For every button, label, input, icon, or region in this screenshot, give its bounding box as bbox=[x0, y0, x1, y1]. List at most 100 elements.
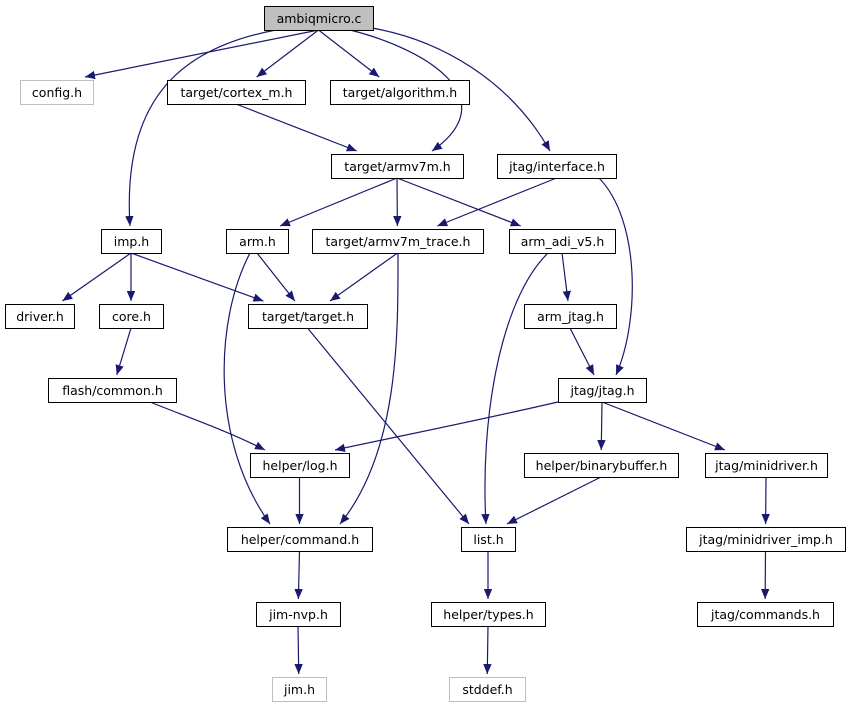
node-label: jim-nvp.h bbox=[268, 607, 328, 622]
node-box bbox=[20, 80, 94, 105]
node-box bbox=[431, 602, 546, 627]
edge-ambiqmicro-to-interface bbox=[371, 27, 551, 152]
edge-types-to-stddef bbox=[483, 625, 492, 675]
node-label: target/algorithm.h bbox=[343, 85, 457, 100]
node-arm-jtag[interactable]: arm_jtag.h bbox=[524, 304, 617, 329]
node-box bbox=[686, 527, 846, 552]
node-label: target/armv7m.h bbox=[344, 159, 450, 174]
node-jtag[interactable]: jtag/jtag.h bbox=[558, 378, 647, 403]
edge-ambiqmicro-to-config bbox=[84, 29, 319, 80]
node-interface[interactable]: jtag/interface.h bbox=[497, 154, 617, 179]
node-label: driver.h bbox=[16, 309, 64, 324]
edge-binarybuffer-to-list bbox=[506, 476, 602, 525]
node-box bbox=[250, 453, 350, 478]
node-ambiqmicro: ambiqmicro.c bbox=[264, 6, 374, 31]
node-label: ambiqmicro.c bbox=[277, 11, 362, 26]
node-target[interactable]: target/target.h bbox=[248, 304, 368, 329]
node-label: arm_jtag.h bbox=[537, 309, 604, 324]
edge-ambiqmicro-to-armv7m bbox=[349, 29, 463, 152]
edge-ambiqmicro-to-algorithm bbox=[318, 29, 380, 78]
edge-arm-to-command bbox=[223, 252, 271, 525]
node-arm[interactable]: arm.h bbox=[226, 229, 289, 254]
node-label: core.h bbox=[112, 309, 151, 324]
node-box bbox=[256, 602, 341, 627]
node-label: jtag/minidriver_imp.h bbox=[698, 532, 833, 547]
node-label: arm_adi_v5.h bbox=[521, 234, 605, 249]
edge-ambiqmicro-to-cortex-m bbox=[256, 29, 319, 78]
node-box bbox=[99, 304, 164, 329]
edge-core-to-flash-common bbox=[115, 327, 132, 376]
node-core[interactable]: core.h bbox=[99, 304, 164, 329]
node-binarybuffer[interactable]: helper/binarybuffer.h bbox=[524, 453, 679, 478]
node-box bbox=[461, 527, 516, 552]
node-box bbox=[248, 304, 368, 329]
node-minidriver-imp[interactable]: jtag/minidriver_imp.h bbox=[686, 527, 846, 552]
node-flash-common[interactable]: flash/common.h bbox=[48, 378, 177, 403]
node-cortex-m[interactable]: target/cortex_m.h bbox=[167, 80, 306, 105]
node-label: flash/common.h bbox=[62, 383, 163, 398]
edge-imp-to-driver bbox=[62, 252, 132, 302]
node-arm-adi-v5[interactable]: arm_adi_v5.h bbox=[509, 229, 616, 254]
node-config[interactable]: config.h bbox=[20, 80, 94, 105]
node-box bbox=[524, 453, 679, 478]
node-jim[interactable]: jim.h bbox=[272, 677, 327, 702]
node-commands[interactable]: jtag/commands.h bbox=[697, 602, 834, 627]
edge-jtag-to-binarybuffer bbox=[597, 401, 606, 451]
node-label: config.h bbox=[32, 85, 82, 100]
node-box bbox=[48, 378, 177, 403]
node-box bbox=[272, 677, 327, 702]
node-command[interactable]: helper/command.h bbox=[227, 527, 373, 552]
edge-imp-to-target bbox=[130, 252, 264, 302]
node-armv7m-trace[interactable]: target/armv7m_trace.h bbox=[312, 229, 484, 254]
node-jim-nvp[interactable]: jim-nvp.h bbox=[256, 602, 341, 627]
edge-jtag-to-log bbox=[334, 401, 559, 453]
node-box bbox=[226, 229, 289, 254]
node-label: jim.h bbox=[283, 682, 315, 697]
node-list[interactable]: list.h bbox=[461, 527, 516, 552]
edge-flash-common-to-log bbox=[149, 401, 266, 451]
edge-arm-jtag-to-jtag bbox=[569, 327, 595, 376]
node-label: target/armv7m_trace.h bbox=[326, 234, 471, 249]
node-algorithm[interactable]: target/algorithm.h bbox=[330, 80, 470, 105]
node-label: helper/command.h bbox=[241, 532, 359, 547]
node-box bbox=[167, 80, 306, 105]
node-types[interactable]: helper/types.h bbox=[431, 602, 546, 627]
node-box bbox=[227, 527, 373, 552]
node-label: target/target.h bbox=[262, 309, 354, 324]
node-label: arm.h bbox=[239, 234, 276, 249]
edge-arm-adi-v5-to-list bbox=[481, 252, 549, 525]
node-box bbox=[5, 304, 75, 329]
edge-jtag-to-minidriver bbox=[601, 401, 726, 451]
node-box bbox=[264, 6, 374, 31]
node-label: stddef.h bbox=[462, 682, 512, 697]
node-box bbox=[449, 677, 526, 702]
node-box bbox=[497, 154, 617, 179]
node-armv7m[interactable]: target/armv7m.h bbox=[331, 154, 464, 179]
edge-arm-to-target bbox=[256, 252, 296, 302]
edge-jim-nvp-to-jim bbox=[294, 625, 303, 675]
node-label: jtag/minidriver.h bbox=[714, 458, 818, 473]
edge-cortex-m-to-armv7m bbox=[235, 103, 357, 152]
node-label: list.h bbox=[473, 532, 503, 547]
edge-interface-to-jtag bbox=[598, 177, 633, 376]
node-minidriver[interactable]: jtag/minidriver.h bbox=[705, 453, 828, 478]
edge-ambiqmicro-to-imp bbox=[125, 29, 277, 227]
node-box bbox=[101, 229, 162, 254]
node-log[interactable]: helper/log.h bbox=[250, 453, 350, 478]
edge-armv7m-to-arm-adi-v5 bbox=[396, 177, 521, 227]
node-box bbox=[331, 154, 464, 179]
node-label: target/cortex_m.h bbox=[181, 85, 293, 100]
node-label: jtag/commands.h bbox=[710, 607, 820, 622]
edge-armv7m-trace-to-target bbox=[329, 252, 398, 302]
node-box bbox=[705, 453, 828, 478]
node-imp[interactable]: imp.h bbox=[101, 229, 162, 254]
node-label: jtag/interface.h bbox=[508, 159, 605, 174]
edge-armv7m-trace-to-command bbox=[339, 252, 399, 525]
node-label: helper/binarybuffer.h bbox=[536, 458, 668, 473]
edge-armv7m-to-arm bbox=[279, 177, 398, 227]
node-box bbox=[509, 229, 616, 254]
node-stddef[interactable]: stddef.h bbox=[449, 677, 526, 702]
node-box bbox=[330, 80, 470, 105]
node-driver[interactable]: driver.h bbox=[5, 304, 75, 329]
edge-arm-adi-v5-to-arm-jtag bbox=[561, 252, 571, 302]
